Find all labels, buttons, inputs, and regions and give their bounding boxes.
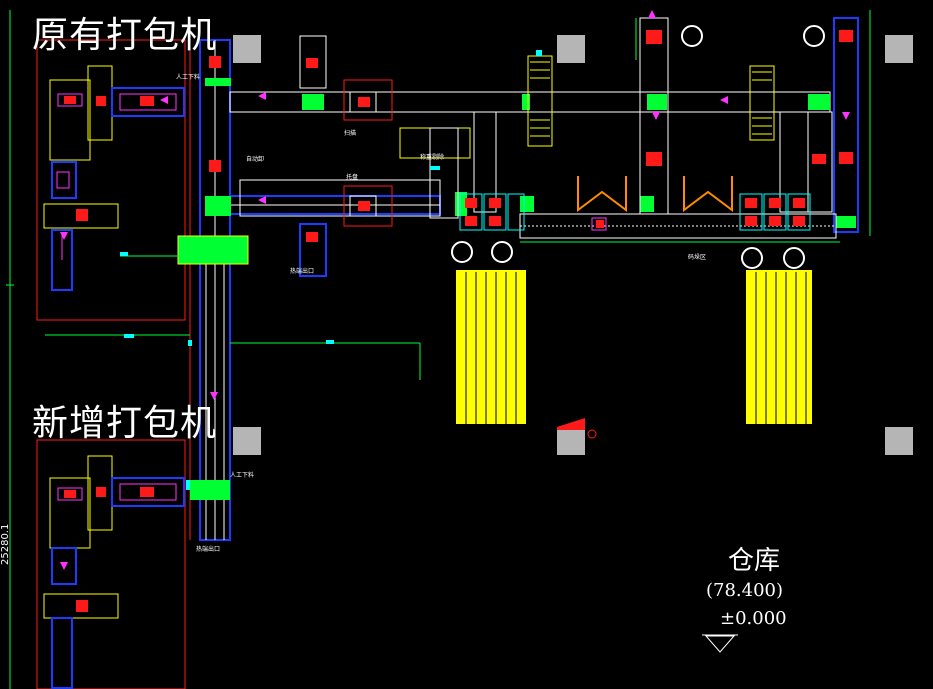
stack-areas — [456, 270, 812, 424]
existing-packer-zone — [36, 39, 186, 321]
gray-columns — [233, 35, 913, 455]
roller-sections — [178, 78, 856, 500]
annot-weigh: 称重剔除 — [420, 154, 445, 161]
robot-arms — [451, 25, 825, 269]
elevation-paren: (78.400) — [706, 580, 784, 601]
new-packer-zone — [36, 439, 186, 689]
annot-auto-pack: 自动卸 — [246, 156, 265, 163]
elevation-marker — [704, 635, 736, 653]
annot-manual-bottom: 人工下料 — [230, 472, 255, 479]
annot-out-mid: 热端出口 — [290, 268, 315, 275]
hoppers — [577, 176, 733, 212]
annot-scan: 扫描 — [344, 130, 357, 137]
side-dimension: 25280.1 — [0, 523, 11, 565]
annot-stack: 码垛区 — [688, 254, 707, 261]
warehouse-label: 仓库 — [728, 546, 781, 576]
elevation-zero: ±0.000 — [720, 608, 787, 629]
annot-manual-top: 人工下料 — [176, 74, 201, 81]
annot-out-bottom: 热端出口 — [196, 546, 221, 553]
annot-pallet: 托盘 — [346, 174, 359, 181]
new-packer-label: 新增打包机 — [32, 403, 218, 444]
yellow-rollers — [177, 55, 775, 265]
existing-packer-label: 原有打包机 — [32, 15, 218, 56]
